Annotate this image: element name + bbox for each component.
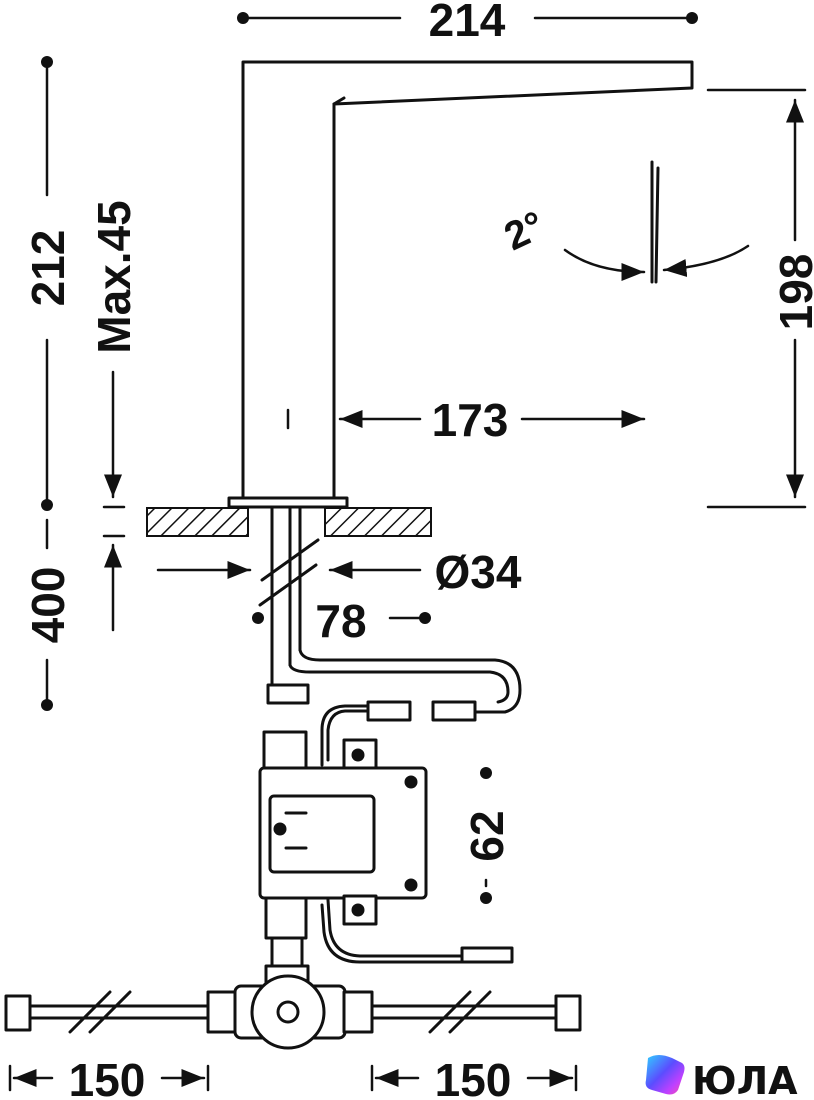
logo-mark-icon [645, 1055, 685, 1095]
dim-150-right: 150 [435, 1054, 512, 1100]
dim-214: 214 [429, 0, 506, 46]
water-outlet-line [650, 160, 660, 284]
dim-212: 212 [22, 230, 74, 307]
power-cable [320, 898, 514, 964]
dim-78: 78 [315, 595, 366, 647]
dim-150-left: 150 [69, 1054, 146, 1100]
control-box [258, 730, 428, 970]
faucet-body [227, 60, 694, 509]
dim-400: 400 [22, 567, 74, 644]
dim-173: 173 [432, 394, 509, 446]
dimension-lines [8, 16, 807, 1092]
dim-62: 62 [461, 810, 513, 861]
logo-text: ЮЛА [692, 1059, 798, 1100]
valve-and-hoses [4, 964, 582, 1050]
dimension-dots [41, 12, 698, 904]
mounting-shank [258, 505, 320, 705]
dim-angle: 2° [498, 203, 551, 259]
countertop [146, 507, 432, 537]
brand-logo: ЮЛА [645, 1055, 798, 1100]
dim-198: 198 [770, 254, 814, 331]
dim-diameter-34: Ø34 [435, 546, 522, 598]
dim-max-45: Max.45 [88, 200, 140, 353]
dimension-labels: 214 212 Max.45 198 2° 173 Ø34 78 400 62 … [22, 0, 814, 1100]
sensor-cable [288, 648, 522, 767]
